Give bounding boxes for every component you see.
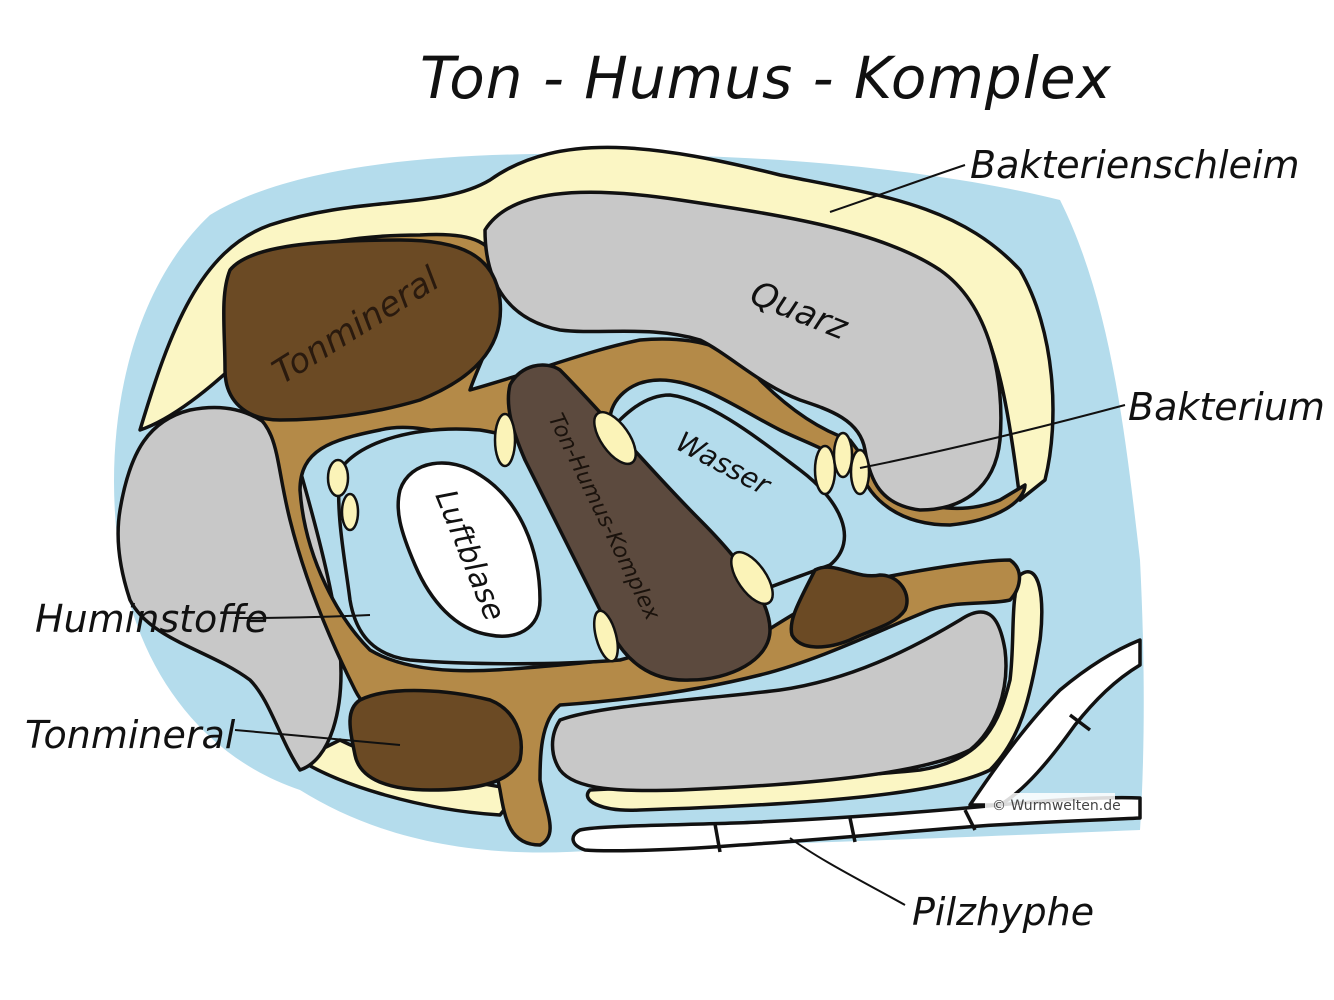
bacterium-9 [849,448,871,496]
label-pilzhyphe: Pilzhyphe [912,890,1094,934]
leader-huminstoffe [234,614,371,619]
clay-fragment-right [789,565,909,649]
bacterium-5 [730,550,774,606]
label-bakterium: Bakterium [1128,385,1325,429]
hypha-septum-4 [1068,713,1092,732]
ton-humus-komplex-body [506,363,772,682]
label-bakterienschleim: Bakterienschleim [970,143,1300,187]
clay-mineral-bottom [348,688,523,792]
hypha-septum-3 [963,809,977,831]
bacterium-2 [340,492,360,532]
hypha-branch [968,638,1142,807]
diagram-title: Ton - Humus - Komplex [420,44,1112,112]
label-huminstoffe: Huminstoffe [35,597,268,641]
leader-bakterienschleim [829,164,966,213]
bacteria-group [326,410,871,663]
bacterium-8 [832,431,854,479]
label-tonmineral-left: Tonmineral [25,713,236,757]
quartz-grain-top [483,190,1003,512]
luftblase [396,461,542,638]
credit-text: © Wurmwelten.de [992,798,1121,814]
leader-lines [234,164,1126,906]
hypha-septum-1 [713,823,722,853]
bacterium-4 [593,410,637,466]
bacterium-7 [813,444,837,496]
quartz-grain-bottom [550,610,1008,793]
credit-background [985,793,1115,815]
bacterium-3 [493,412,517,468]
bacterial-slime-right [585,570,1044,812]
leader-bakterium [859,404,1126,469]
clay-mineral-top [222,238,503,422]
hypha-septum-2 [848,817,857,843]
bacterium-1 [326,458,350,498]
leader-pilzhyphe [789,837,906,906]
leader-tonmineral-left [234,729,401,746]
bacterium-6 [592,609,620,663]
